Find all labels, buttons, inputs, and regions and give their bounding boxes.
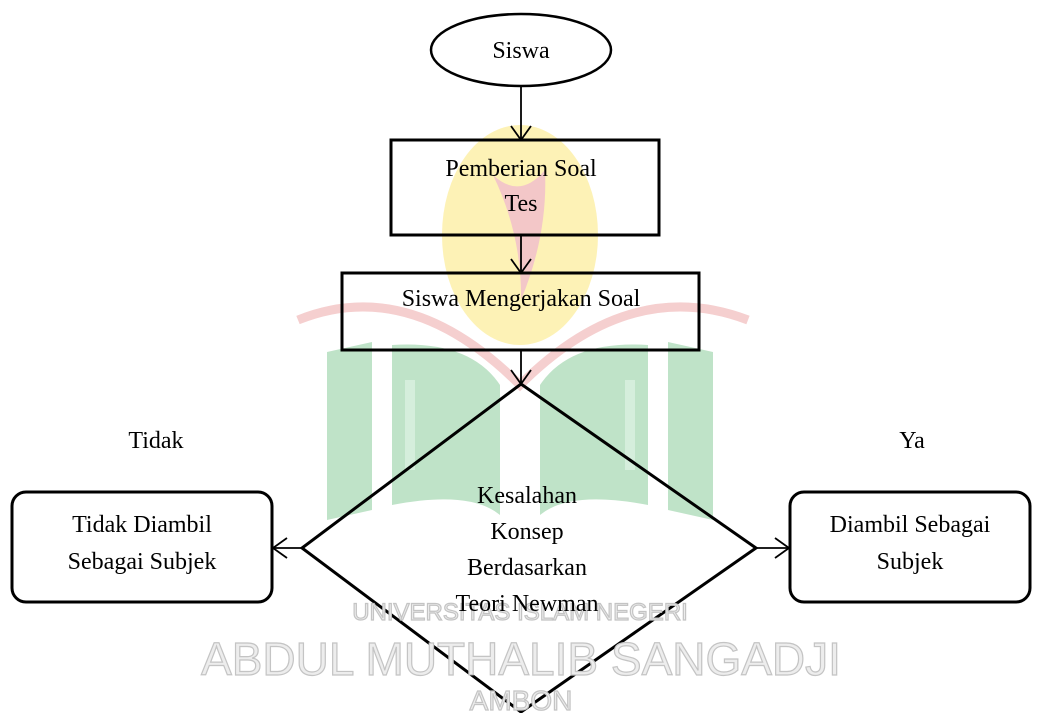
result-box-tidak (10, 490, 274, 604)
start-terminal-shape (429, 12, 613, 88)
step2-label: Siswa Mengerjakan Soal (402, 286, 641, 312)
decision-label-line3: Berdasarkan (467, 555, 587, 581)
result-yes-label-line2: Subjek (877, 549, 944, 575)
result-no-label-line1: Tidak Diambil (72, 512, 212, 538)
result-yes-label-line1: Diambil Sebagai (830, 512, 991, 538)
decision-diamond (299, 382, 759, 713)
step-box-siswa-mengerjakan (340, 271, 701, 352)
result-no-label-line2: Sebagai Subjek (68, 549, 217, 575)
watermark-line2: ABDUL MUTHALIB SANGADJI (201, 633, 841, 685)
step1-label-line2: Tes (505, 191, 538, 217)
start-label: Siswa (492, 38, 550, 64)
step-box-pemberian-soal (389, 138, 661, 237)
decision-label-line1: Kesalahan (477, 483, 577, 509)
branch-no-label: Tidak (128, 428, 183, 454)
result-box-ya (788, 490, 1032, 604)
decision-label-line4: Teori Newman (456, 591, 599, 617)
university-logo-watermark (296, 125, 750, 520)
watermark-line3: AMBON (470, 685, 573, 713)
watermark-line1: UNIVERSITAS ISLAM NEGERI (352, 599, 688, 626)
branch-yes-label: Ya (899, 428, 925, 454)
step1-label-line1: Pemberian Soal (445, 156, 597, 182)
decision-label-line2: Konsep (490, 519, 563, 545)
